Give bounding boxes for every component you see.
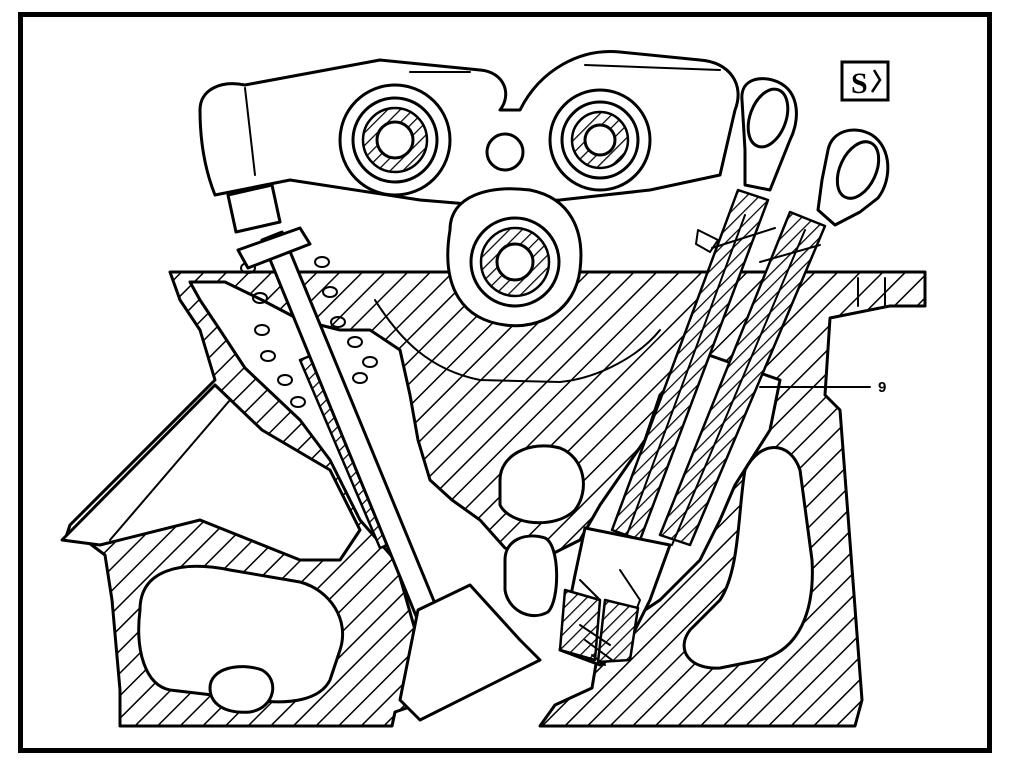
exhaust-valve-tool-assembly bbox=[558, 77, 890, 667]
right-camshaft bbox=[548, 88, 652, 192]
left-camshaft bbox=[338, 83, 452, 197]
intake-valve-spring bbox=[240, 256, 378, 408]
special-tool-icon: S bbox=[840, 60, 890, 102]
tool-handle-rings bbox=[740, 77, 890, 227]
center-shaft bbox=[446, 187, 583, 328]
callout-label: 9 bbox=[878, 379, 886, 396]
callout-9: 9 bbox=[759, 379, 886, 396]
intake-valve-assembly bbox=[226, 183, 542, 722]
special-tool-letter: S bbox=[851, 67, 868, 100]
camshaft-housing bbox=[198, 50, 740, 383]
cylinder-head-casting bbox=[60, 270, 927, 728]
